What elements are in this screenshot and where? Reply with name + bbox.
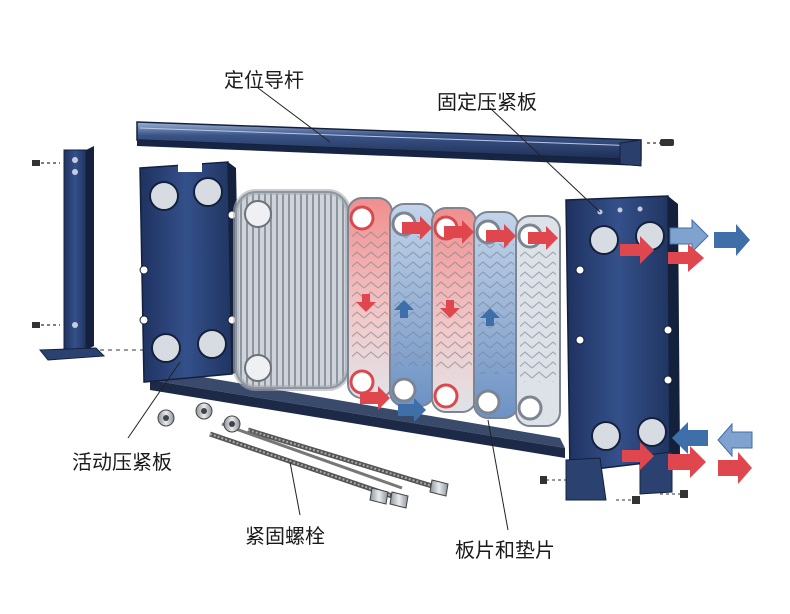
leader-lines xyxy=(127,87,601,531)
fixed-plate-bolts xyxy=(540,476,688,504)
hot-flow-arrow xyxy=(356,216,558,410)
label-movable-pressure-plate: 活动压紧板 xyxy=(72,450,172,474)
label-tightening-bolts: 紧固螺栓 xyxy=(245,524,325,548)
label-fixed-pressure-plate: 固定压紧板 xyxy=(437,90,537,114)
support-column xyxy=(32,146,145,361)
plate-5 xyxy=(515,215,561,427)
tightening-bolt-2 xyxy=(209,431,393,505)
port-arrows-top xyxy=(620,218,750,272)
cold-flow-arrow xyxy=(394,300,500,422)
movable-pressure-plate xyxy=(139,160,240,383)
compressed-plate-stack xyxy=(233,189,351,391)
label-guide-bar: 定位导杆 xyxy=(224,68,304,92)
guide-bar xyxy=(136,121,642,167)
guide-bar-bolt xyxy=(647,139,674,146)
tightening-bolt-1 xyxy=(247,427,449,497)
plate-2 xyxy=(389,203,435,407)
port-arrows-bottom xyxy=(622,422,753,484)
tightening-bolt-3 xyxy=(221,422,409,509)
nuts xyxy=(157,402,241,433)
label-plates-and-gaskets: 板片和垫片 xyxy=(455,538,555,562)
